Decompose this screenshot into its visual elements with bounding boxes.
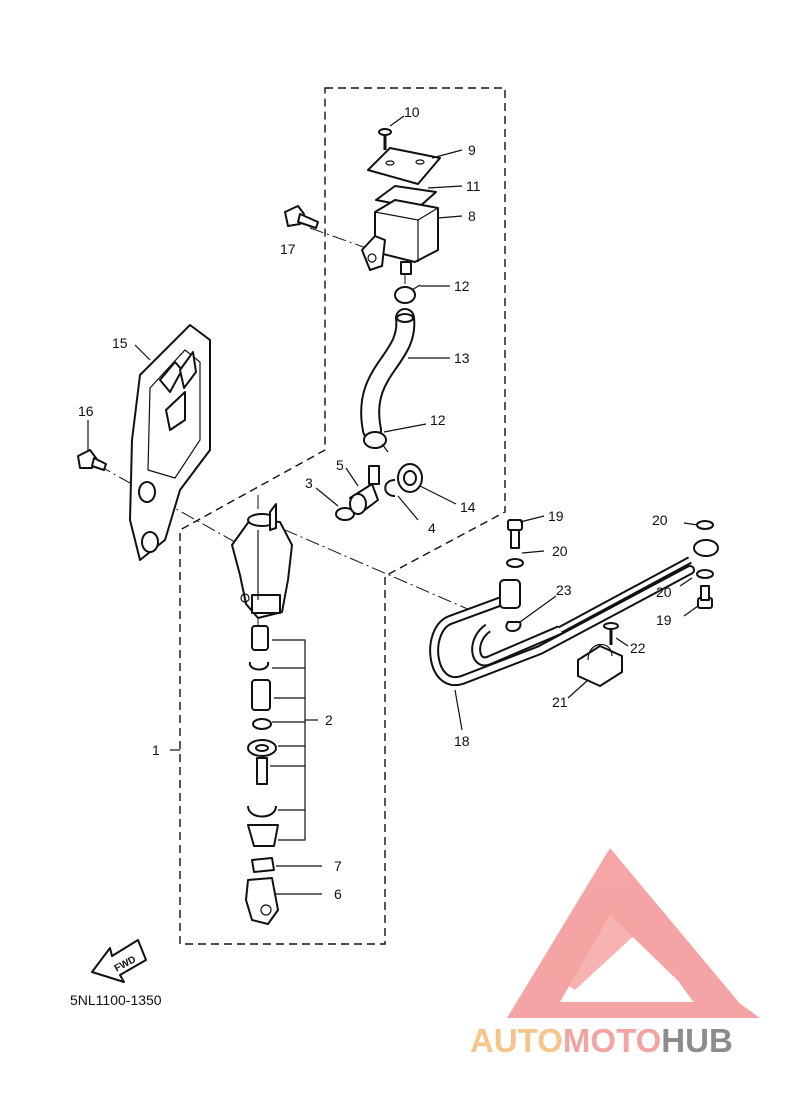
centerline-18 (261, 519, 471, 611)
heel-guard-15-icon (129, 324, 211, 561)
label-14: 14 (460, 499, 476, 515)
master-cylinder-body-icon (231, 503, 293, 619)
screw-10-icon (378, 128, 392, 150)
reservoir-cap-9-icon (367, 147, 441, 185)
circlip-4-icon (384, 479, 396, 497)
label-12b: 12 (430, 412, 446, 428)
label-12a: 12 (454, 278, 470, 294)
brake-hose-18-icon (429, 539, 719, 687)
o-ring-3-icon (335, 507, 355, 521)
label-15: 15 (112, 335, 128, 351)
label-1: 1 (152, 742, 160, 758)
bolt-17-icon (284, 205, 319, 229)
label-7: 7 (334, 858, 342, 874)
label-17: 17 (280, 241, 296, 257)
label-22: 22 (630, 640, 646, 656)
union-bolt-19b-icon (697, 585, 713, 609)
union-bolt-19a-icon (507, 519, 523, 549)
reservoir-8-icon (361, 199, 439, 275)
screw-22-icon (603, 622, 619, 645)
watermark-text: AUTOMOTOHUB (470, 1022, 733, 1059)
watermark-auto: AUTO (470, 1022, 563, 1059)
label-20c: 20 (656, 584, 672, 600)
label-18: 18 (454, 733, 470, 749)
label-2: 2 (325, 712, 333, 728)
label-8: 8 (468, 208, 476, 224)
label-6: 6 (334, 886, 342, 902)
fwd-arrow-icon: FWD (91, 939, 147, 983)
centerline-17 (309, 227, 373, 251)
label-11: 11 (466, 178, 481, 194)
leader-lines (87, 115, 699, 751)
centerline-16 (97, 464, 259, 556)
label-9: 9 (468, 142, 476, 158)
hose-clamp-12b-icon (363, 431, 389, 453)
nut-7-icon (251, 857, 322, 873)
clevis-6-icon (245, 877, 322, 925)
washer-20b-icon (696, 520, 714, 530)
piston-kit-2-icon (247, 625, 318, 847)
bolt-16-icon (77, 449, 107, 471)
hose-holder-21-icon (577, 643, 623, 687)
label-23: 23 (556, 582, 572, 598)
grommet-14-icon (397, 463, 423, 493)
washer-20c-icon (696, 569, 714, 579)
label-20b: 20 (652, 512, 668, 528)
label-13: 13 (454, 350, 470, 366)
label-3: 3 (305, 475, 313, 491)
hose-clamp-12a-icon (394, 284, 421, 304)
label-4: 4 (428, 520, 436, 536)
watermark-logo-icon (507, 848, 760, 1018)
label-19a: 19 (548, 508, 564, 524)
label-20a: 20 (552, 543, 568, 559)
label-21: 21 (552, 694, 568, 710)
label-5: 5 (336, 457, 344, 473)
clamp-23-icon (505, 621, 522, 632)
label-16: 16 (78, 403, 94, 419)
hose-joint-5-icon (349, 465, 380, 515)
label-10: 10 (404, 104, 420, 120)
washer-20a-icon (506, 558, 524, 568)
diagram-code: 5NL1100-1350 (70, 992, 162, 1008)
label-19b: 19 (656, 612, 672, 628)
watermark-hub: HUB (661, 1022, 733, 1059)
upper-group-outline (179, 87, 506, 945)
watermark-moto: MOTO (563, 1022, 661, 1059)
